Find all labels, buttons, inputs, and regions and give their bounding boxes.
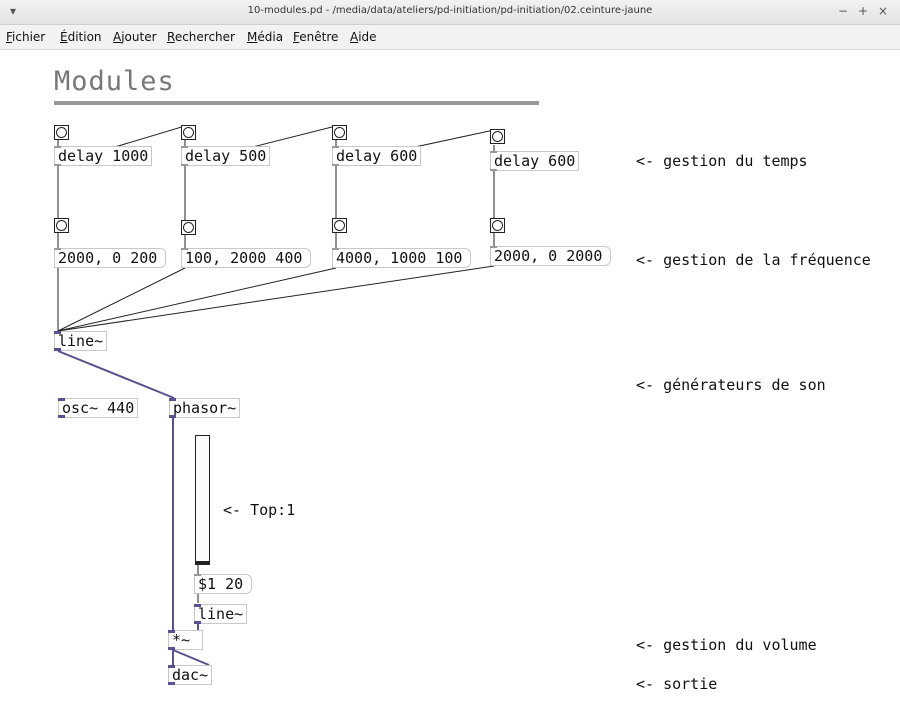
bang-button-7[interactable] xyxy=(332,218,347,233)
close-icon[interactable]: × xyxy=(878,4,889,18)
message-box-3[interactable]: 4000, 1000 100 xyxy=(332,248,472,268)
page-title: Modules xyxy=(54,66,175,97)
line-tilde-object[interactable]: line~ xyxy=(54,331,108,351)
menu-media[interactable]: Média xyxy=(247,30,284,44)
menu-bar: Fichier Édition Ajouter Rechercher Média… xyxy=(0,25,900,50)
comment-temps: <- gestion du temps xyxy=(636,152,808,170)
message-box-2[interactable]: 100, 2000 400 xyxy=(181,248,312,268)
bang-button-1[interactable] xyxy=(54,125,69,140)
menu-ajouter[interactable]: Ajouter xyxy=(113,30,157,44)
menu-aide[interactable]: Aide xyxy=(350,30,377,44)
dac-object[interactable]: dac~ xyxy=(168,665,213,685)
bang-button-5[interactable] xyxy=(54,218,69,233)
bang-button-6[interactable] xyxy=(181,220,196,235)
delay-object-4[interactable]: delay 600 xyxy=(490,151,580,171)
volume-slider[interactable] xyxy=(195,435,210,565)
maximize-icon[interactable]: + xyxy=(858,4,869,18)
bang-circle-icon xyxy=(334,127,345,138)
window-title: 10-modules.pd - /media/data/ateliers/pd-… xyxy=(247,5,653,16)
line-tilde-volume-object[interactable]: line~ xyxy=(194,604,248,624)
comment-sortie: <- sortie xyxy=(636,675,718,693)
bang-circle-icon xyxy=(183,127,194,138)
osc-object[interactable]: osc~ 440 xyxy=(58,398,139,418)
bang-circle-icon xyxy=(492,131,503,142)
menu-fichier[interactable]: Fichier xyxy=(6,30,46,44)
menu-edition[interactable]: Édition xyxy=(60,30,102,44)
comment-generateurs: <- générateurs de son xyxy=(636,376,826,394)
message-box-4[interactable]: 2000, 0 2000 xyxy=(490,246,612,266)
multiply-signal-object[interactable]: *~ xyxy=(168,630,203,650)
bang-circle-icon xyxy=(56,127,67,138)
comment-volume: <- gestion du volume xyxy=(636,636,817,654)
comment-frequence: <- gestion de la fréquence xyxy=(636,251,871,269)
bang-circle-icon xyxy=(492,220,503,231)
bang-button-4[interactable] xyxy=(490,129,505,144)
comment-top: <- Top:1 xyxy=(223,501,296,519)
phasor-object[interactable]: phasor~ xyxy=(169,398,241,418)
message-box-1[interactable]: 2000, 0 200 xyxy=(54,248,167,268)
delay-object-2[interactable]: delay 500 xyxy=(181,146,271,166)
minimize-icon[interactable]: − xyxy=(838,4,849,18)
menu-rechercher[interactable]: Rechercher xyxy=(167,30,235,44)
bang-button-3[interactable] xyxy=(332,125,347,140)
bang-circle-icon xyxy=(56,220,67,231)
menu-fenetre[interactable]: Fenêtre xyxy=(293,30,339,44)
bang-circle-icon xyxy=(183,222,194,233)
bang-button-8[interactable] xyxy=(490,218,505,233)
slider-message-box[interactable]: $1 20 xyxy=(194,574,253,594)
delay-object-3[interactable]: delay 600 xyxy=(332,146,422,166)
heading-divider xyxy=(54,101,539,105)
delay-object-1[interactable]: delay 1000 xyxy=(54,146,153,166)
window-menu-icon[interactable]: ▾ xyxy=(10,4,17,18)
bang-button-2[interactable] xyxy=(181,125,196,140)
window-titlebar: ▾ 10-modules.pd - /media/data/ateliers/p… xyxy=(0,0,900,25)
slider-knob[interactable] xyxy=(196,561,209,564)
bang-circle-icon xyxy=(334,220,345,231)
